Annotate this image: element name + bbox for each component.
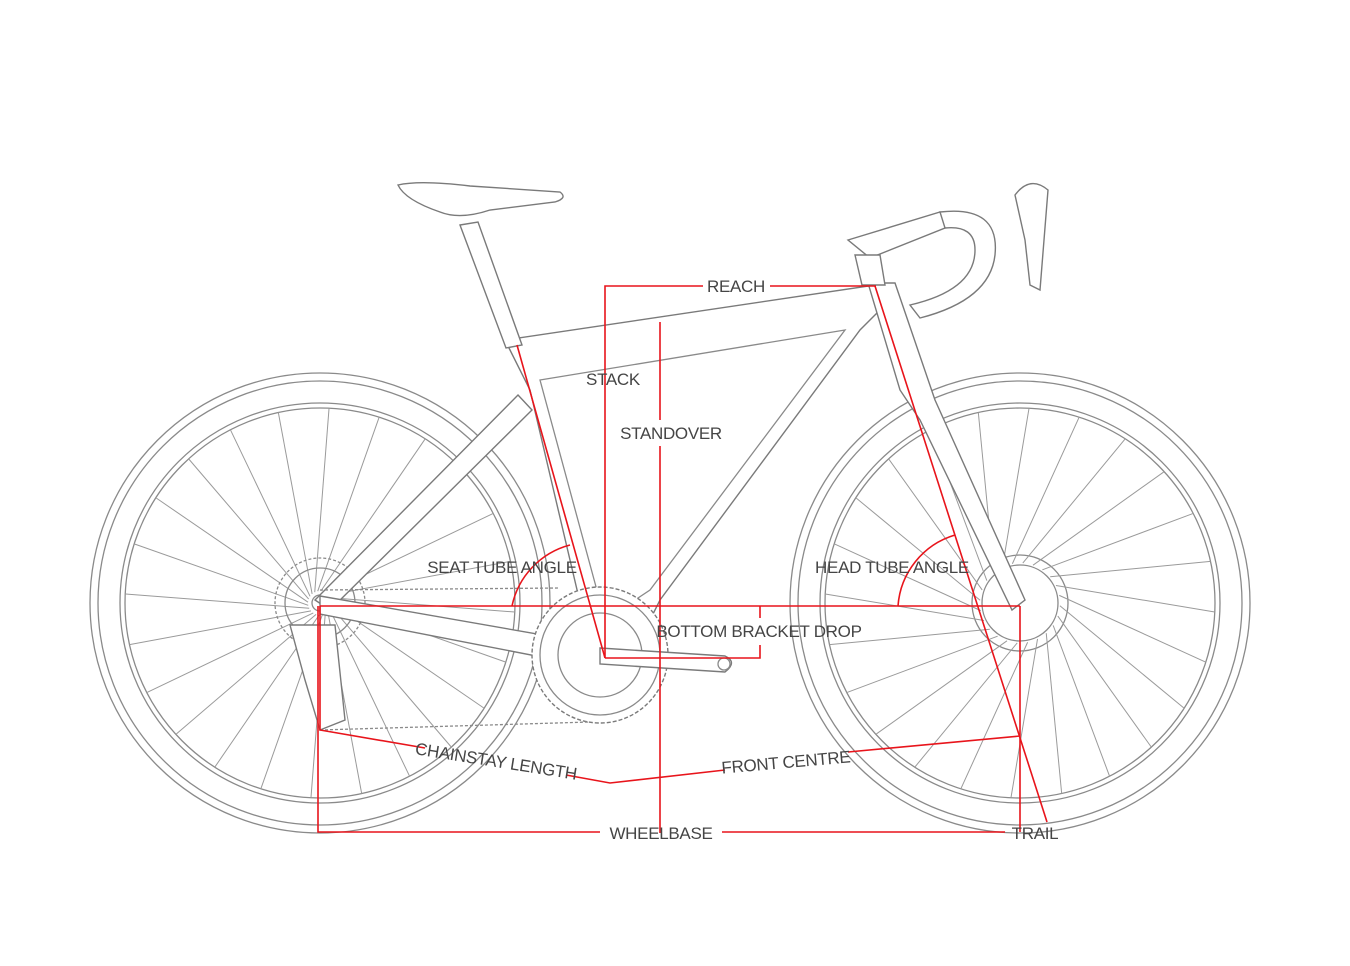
chainstay-length-label: CHAINSTAY LENGTH xyxy=(414,739,578,783)
spoke xyxy=(330,597,515,613)
spoke xyxy=(846,635,998,694)
spoke xyxy=(1022,438,1126,564)
seat-tube-angle-arc xyxy=(511,544,571,607)
standover-label: STANDOVER xyxy=(620,424,722,443)
spoke xyxy=(825,593,985,622)
chainstay-front-centre-join xyxy=(565,769,726,784)
seat-tube-angle-label: SEAT TUBE ANGLE xyxy=(427,558,577,577)
stack-reach-line xyxy=(604,285,703,658)
spoke xyxy=(125,593,310,609)
spoke xyxy=(328,560,511,596)
spoke xyxy=(1011,416,1080,564)
spoke xyxy=(1032,471,1165,566)
spoke xyxy=(960,642,1029,790)
head-tube-line xyxy=(874,285,1048,823)
seat-tube-line xyxy=(516,344,606,659)
spoke xyxy=(833,543,981,612)
spoke xyxy=(1042,512,1194,571)
spoke xyxy=(1050,560,1211,578)
spoke xyxy=(277,412,313,595)
front-centre-label: FRONT CENTRE xyxy=(721,747,851,777)
head-tube-angle-arc xyxy=(897,534,956,607)
wheelbase-line-left xyxy=(317,606,600,833)
head-tube-angle-label: HEAD TUBE ANGLE xyxy=(815,558,969,577)
spoke xyxy=(146,612,314,694)
reach-label: REACH xyxy=(707,277,765,296)
spoke xyxy=(320,438,426,592)
spoke xyxy=(875,640,1008,735)
spoke xyxy=(317,417,380,592)
bottom-bracket-drop-label: BOTTOM BRACKET DROP xyxy=(656,622,861,641)
front-wheel xyxy=(789,372,1251,834)
spoke xyxy=(314,408,330,593)
front-centre-line xyxy=(847,735,1021,753)
stack-label: STACK xyxy=(586,370,641,389)
chainstay-line xyxy=(319,606,426,749)
spoke xyxy=(1059,605,1185,709)
spoke xyxy=(330,606,452,748)
trail-label: TRAIL xyxy=(1012,824,1059,843)
spoke xyxy=(1010,638,1039,798)
spoke xyxy=(134,543,309,606)
spoke xyxy=(1055,584,1215,613)
spoke xyxy=(1059,594,1207,663)
spoke xyxy=(1052,625,1111,777)
spoke xyxy=(188,458,310,600)
spoke xyxy=(155,497,309,603)
spoke xyxy=(1057,615,1152,748)
spoke xyxy=(855,497,981,601)
spoke xyxy=(888,458,983,591)
wheelbase-label: WHEELBASE xyxy=(609,824,712,843)
spoke xyxy=(1001,408,1030,568)
spoke xyxy=(914,642,1018,768)
spoke xyxy=(829,628,990,646)
spoke xyxy=(329,609,411,777)
spoke xyxy=(129,610,312,646)
spoke xyxy=(229,429,311,597)
bb-drop-line xyxy=(605,645,761,659)
spoke xyxy=(1045,633,1063,794)
